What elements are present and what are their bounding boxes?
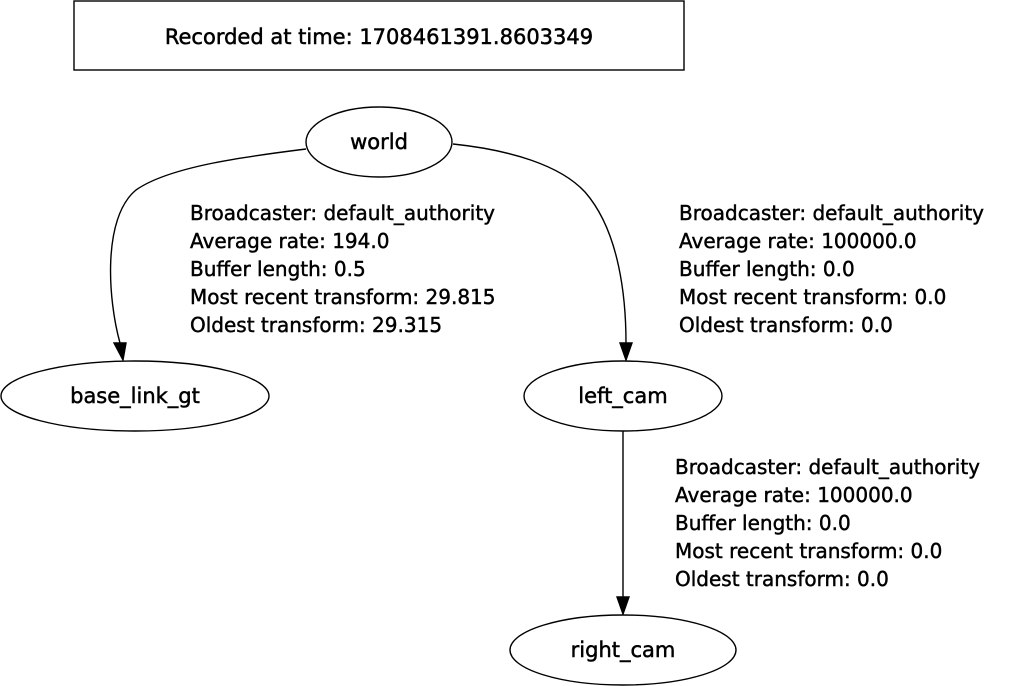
node-left-cam-ellipse (523, 360, 723, 432)
node-base-link-gt: base_link_gt (0, 360, 270, 432)
node-left-cam-label: left_cam (578, 384, 667, 409)
arrowhead-right-cam (616, 596, 630, 617)
edge-label-most-recent: Most recent transform: 29.815 (190, 285, 496, 309)
edge-label-buffer-length: Buffer length: 0.0 (679, 257, 855, 281)
node-world-label: world (350, 130, 408, 154)
node-world-ellipse (305, 106, 453, 178)
node-right-cam: right_cam (509, 614, 737, 686)
node-base-link-gt-label: base_link_gt (70, 384, 200, 409)
edge-label-oldest: Oldest transform: 29.315 (190, 313, 442, 337)
edge-world-left-cam (452, 143, 633, 363)
edge-world-base-link-gt-line (109, 148, 307, 344)
node-right-cam-ellipse (509, 614, 737, 686)
edge-label-average-rate: Average rate: 194.0 (190, 229, 389, 253)
recorded-time-box: Recorded at time: 1708461391.8603349 (73, 0, 685, 71)
arrowhead-base-link-gt (112, 342, 127, 363)
edge-label-buffer-length: Buffer length: 0.0 (675, 511, 851, 535)
edge-label-average-rate: Average rate: 100000.0 (675, 483, 913, 507)
recorded-time-label: Recorded at time: 1708461391.8603349 (165, 25, 593, 49)
arrowhead-left-cam (619, 342, 633, 363)
edge-label-most-recent: Most recent transform: 0.0 (675, 539, 942, 563)
edge-world-base-link-gt (109, 148, 307, 363)
edge-left-cam-right-cam (616, 431, 630, 617)
edge-label-world-left-cam: Broadcaster: default_authority Average r… (679, 201, 985, 337)
node-left-cam: left_cam (523, 360, 723, 432)
node-right-cam-label: right_cam (571, 638, 676, 663)
edge-label-broadcaster: Broadcaster: default_authority (675, 455, 980, 479)
edge-label-buffer-length: Buffer length: 0.5 (190, 257, 366, 281)
edge-world-left-cam-line (452, 143, 627, 344)
node-base-link-gt-ellipse (0, 360, 270, 432)
recorded-time-frame (73, 0, 685, 71)
edge-label-broadcaster: Broadcaster: default_authority (190, 201, 495, 225)
edge-label-left-cam-right-cam: Broadcaster: default_authority Average r… (675, 455, 981, 591)
node-world: world (305, 106, 453, 178)
edge-label-broadcaster: Broadcaster: default_authority (679, 201, 984, 225)
edge-label-average-rate: Average rate: 100000.0 (679, 229, 917, 253)
edge-label-most-recent: Most recent transform: 0.0 (679, 285, 946, 309)
edge-label-oldest: Oldest transform: 0.0 (679, 313, 893, 337)
edge-label-world-base-link-gt: Broadcaster: default_authority Average r… (190, 201, 496, 337)
edge-label-oldest: Oldest transform: 0.0 (675, 567, 889, 591)
